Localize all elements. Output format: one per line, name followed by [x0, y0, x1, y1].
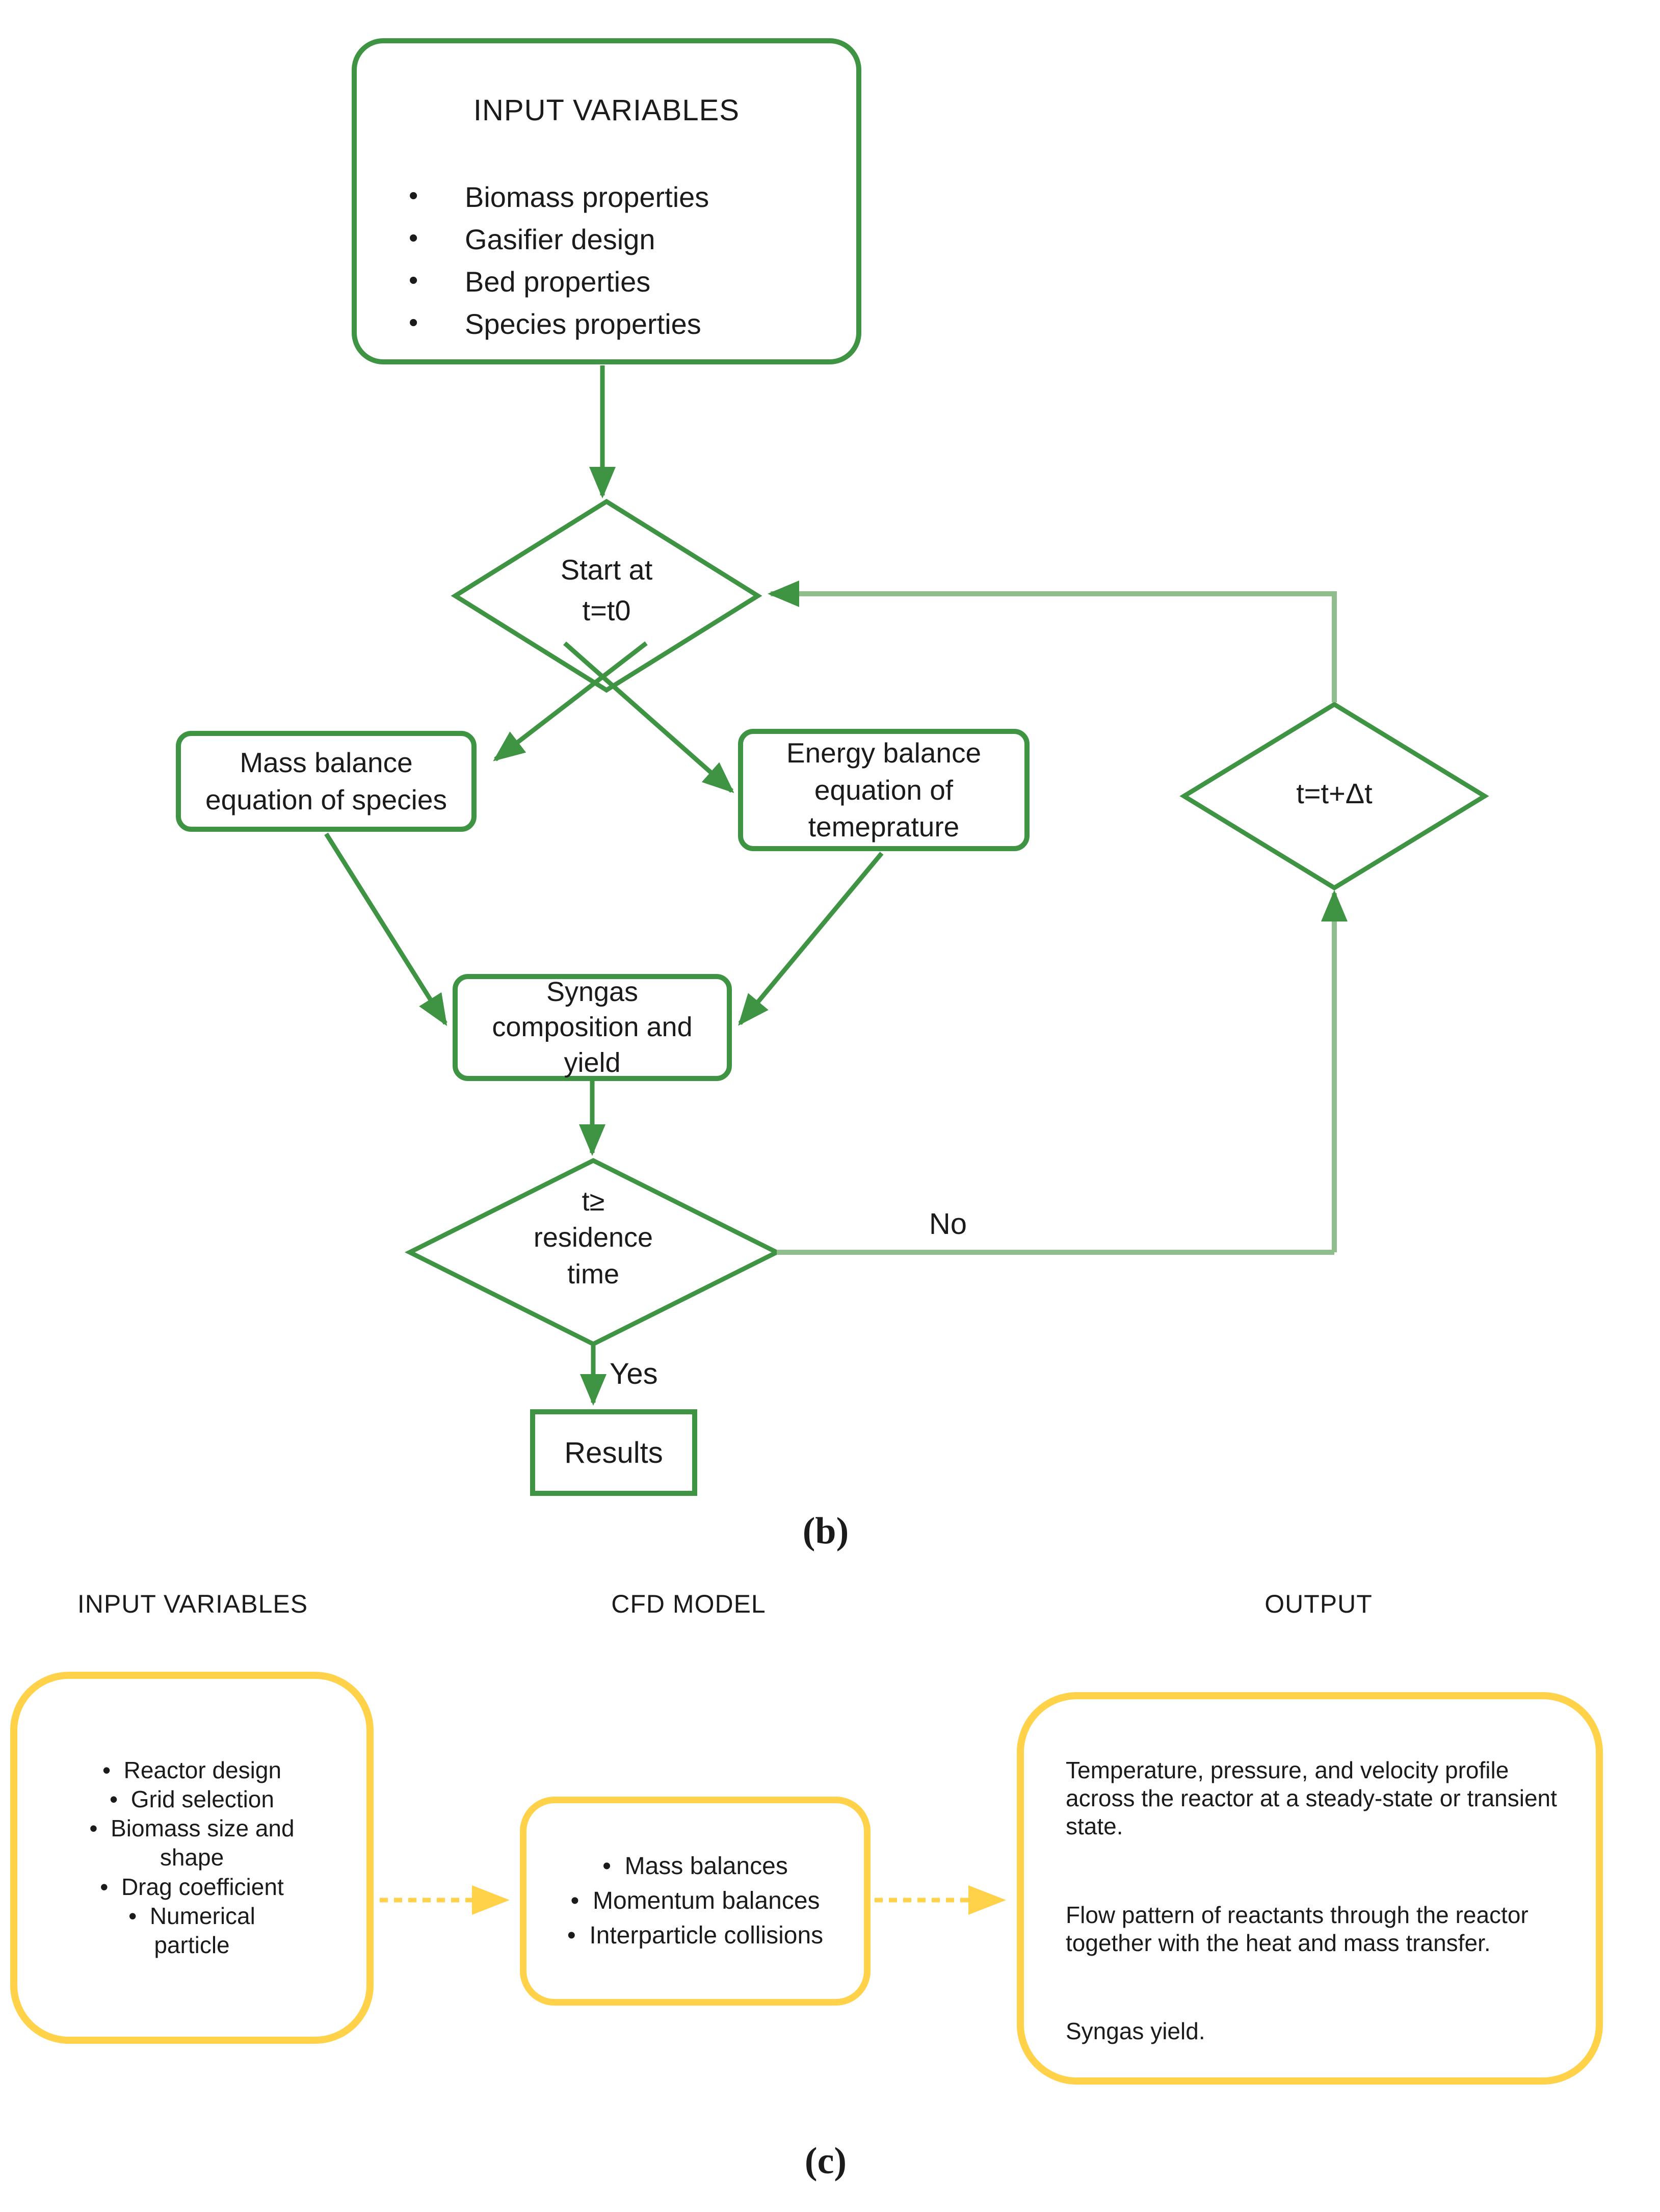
- arrow-energy-to-syngas: [738, 852, 884, 1026]
- list-item: Bed properties: [465, 261, 856, 303]
- input-variables-box: INPUT VARIABLES Biomass properties Gasif…: [352, 38, 861, 364]
- energy-balance-box: Energy balance equation of temeprature: [738, 729, 1030, 851]
- arrow-start-to-mass: [493, 641, 648, 761]
- residence-time-label: t≥ residence time: [533, 1186, 653, 1289]
- yes-branch-label: Yes: [610, 1357, 658, 1390]
- list-item: Grid selection: [17, 1785, 366, 1814]
- c-input-variables-box: Reactor design Grid selection Biomass si…: [10, 1672, 374, 2044]
- time-increment-diamond: [1179, 701, 1489, 891]
- c-header-cfd-model: CFD MODEL: [611, 1590, 766, 1618]
- start-diamond-label: Start at t=t0: [560, 554, 653, 626]
- c-cfd-model-box: Mass balances Momentum balances Interpar…: [520, 1797, 871, 2006]
- arrow-start-to-energy: [563, 641, 734, 793]
- syngas-label: Syngas composition and yield: [492, 977, 693, 1078]
- no-branch-label: No: [929, 1207, 967, 1241]
- c-output-box: Temperature, pressure, and velocity prof…: [1017, 1692, 1603, 2085]
- list-item: Biomass size and shape: [17, 1814, 366, 1872]
- c-header-input-variables: INPUT VARIABLES: [77, 1590, 308, 1618]
- syngas-box: Syngas composition and yield: [453, 974, 732, 1081]
- list-item: Reactor design: [17, 1756, 366, 1785]
- list-item: Species properties: [465, 303, 856, 346]
- list-item: Interparticle collisions: [526, 1918, 864, 1953]
- caption-c: (c): [804, 2140, 847, 2182]
- residence-time-diamond: [404, 1157, 782, 1347]
- c-model-list: Mass balances Momentum balances Interpar…: [526, 1849, 864, 1953]
- c-header-output: OUTPUT: [1264, 1590, 1373, 1618]
- output-paragraph: Flow pattern of reactants through the re…: [1066, 1901, 1529, 1956]
- input-variables-list: Biomass properties Gasifier design Bed p…: [357, 176, 856, 346]
- output-paragraph: Syngas yield.: [1066, 2017, 1205, 2044]
- results-box: Results: [530, 1409, 697, 1496]
- output-paragraph: Temperature, pressure, and velocity prof…: [1066, 1757, 1557, 1840]
- list-item: Drag coefficient: [17, 1873, 366, 1902]
- arrow-mass-to-syngas: [324, 832, 447, 1026]
- start-diamond: [451, 498, 762, 693]
- mass-balance-label: Mass balance equation of species: [205, 747, 447, 815]
- c-input-list: Reactor design Grid selection Biomass si…: [17, 1756, 366, 1959]
- input-variables-title: INPUT VARIABLES: [473, 94, 740, 127]
- time-increment-label: t=t+Δt: [1296, 777, 1373, 809]
- mass-balance-box: Mass balance equation of species: [176, 731, 477, 832]
- list-item: Numerical particle: [17, 1902, 366, 1960]
- list-item: Momentum balances: [526, 1884, 864, 1918]
- caption-b: (b): [802, 1510, 849, 1552]
- results-label: Results: [564, 1436, 663, 1469]
- list-item: Gasifier design: [465, 219, 856, 261]
- list-item: Mass balances: [526, 1849, 864, 1884]
- list-item: Biomass properties: [465, 176, 856, 219]
- energy-balance-label: Energy balance equation of temeprature: [786, 737, 982, 843]
